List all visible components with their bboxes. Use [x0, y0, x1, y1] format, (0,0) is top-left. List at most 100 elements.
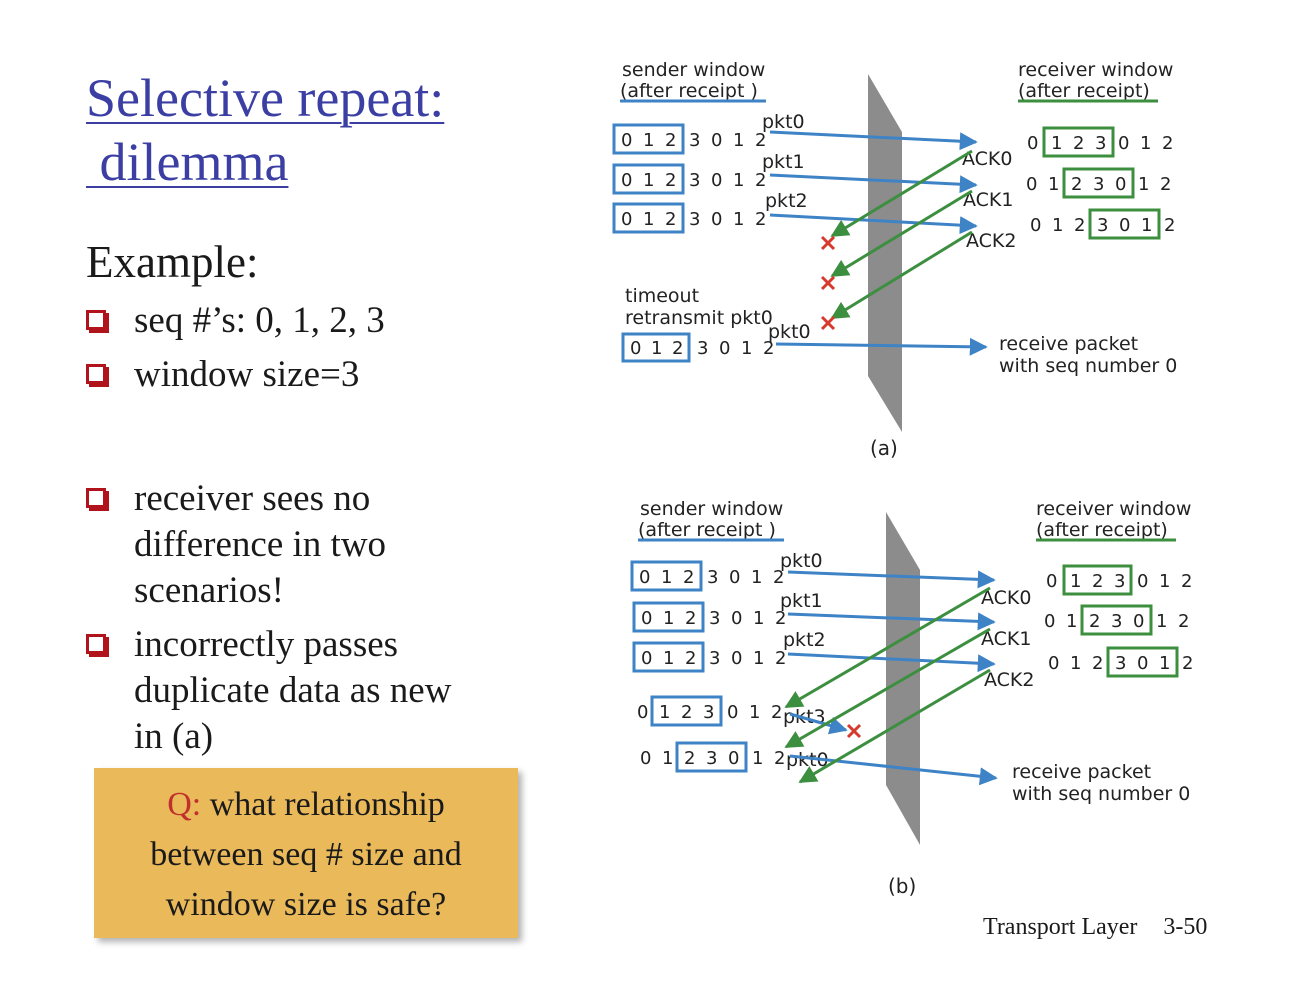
channel-bar — [868, 74, 902, 432]
svg-text:2: 2 — [685, 648, 696, 669]
svg-text:0: 0 — [621, 130, 632, 151]
packet-label: pkt1 — [780, 590, 823, 612]
receiver-window-subheader: (after receipt) — [1036, 519, 1168, 541]
sender-window-header: sender window — [640, 498, 783, 520]
packet-label: pkt0 — [768, 321, 811, 343]
svg-text:0: 0 — [1048, 653, 1059, 674]
ack-label: ACK2 — [984, 669, 1034, 691]
receiver-window-header: receiver window — [1036, 498, 1191, 520]
svg-text:1: 1 — [643, 130, 654, 151]
svg-text:3: 3 — [1111, 611, 1122, 632]
packet-label: pkt0 — [780, 550, 823, 572]
svg-text:2: 2 — [1164, 215, 1175, 236]
svg-text:0: 0 — [639, 567, 650, 588]
svg-text:0: 0 — [1115, 174, 1126, 195]
loss-x-icon — [820, 275, 836, 291]
ack-label: ACK2 — [966, 230, 1016, 252]
svg-text:2: 2 — [1160, 174, 1171, 195]
svg-text:0: 0 — [731, 648, 742, 669]
svg-text:0: 0 — [728, 748, 739, 769]
bullet-box-icon — [86, 364, 109, 387]
receiver-window-subheader: (after receipt) — [1018, 80, 1150, 102]
svg-text:1: 1 — [1052, 215, 1063, 236]
svg-text:2: 2 — [774, 748, 785, 769]
svg-text:2: 2 — [1181, 571, 1192, 592]
svg-text:0: 0 — [711, 209, 722, 230]
sender-window-subheader: (after receipt ) — [620, 80, 758, 102]
svg-text:1: 1 — [1051, 133, 1062, 154]
packet-arrow — [769, 173, 978, 194]
svg-text:0: 0 — [637, 702, 648, 723]
svg-text:3: 3 — [707, 567, 718, 588]
bullet-item: window size=3 — [86, 352, 385, 398]
receive-text: receive packet — [999, 333, 1138, 355]
packet-arrow — [775, 337, 988, 356]
svg-text:1: 1 — [753, 648, 764, 669]
page-number: 3-50 — [1163, 914, 1208, 940]
svg-text:0: 0 — [1044, 611, 1055, 632]
svg-text:1: 1 — [661, 567, 672, 588]
ack-label: ACK0 — [962, 148, 1012, 170]
svg-text:1: 1 — [663, 608, 674, 629]
svg-text:2: 2 — [683, 567, 694, 588]
svg-text:2: 2 — [773, 567, 784, 588]
svg-text:2: 2 — [1178, 611, 1189, 632]
svg-text:1: 1 — [1159, 653, 1170, 674]
svg-text:0: 0 — [1133, 611, 1144, 632]
svg-text:3: 3 — [1114, 571, 1125, 592]
svg-text:3: 3 — [697, 338, 708, 359]
svg-text:1: 1 — [752, 748, 763, 769]
svg-text:0: 0 — [727, 702, 738, 723]
svg-text:1: 1 — [1138, 174, 1149, 195]
svg-text:3: 3 — [1097, 215, 1108, 236]
svg-text:1: 1 — [643, 209, 654, 230]
svg-text:0: 0 — [641, 648, 652, 669]
ack-label: ACK1 — [981, 628, 1031, 650]
svg-text:1: 1 — [663, 648, 674, 669]
svg-text:0: 0 — [1137, 571, 1148, 592]
svg-text:0: 0 — [719, 338, 730, 359]
svg-text:0: 0 — [731, 608, 742, 629]
svg-text:3: 3 — [709, 608, 720, 629]
svg-text:3: 3 — [703, 702, 714, 723]
svg-text:0: 0 — [1027, 133, 1038, 154]
svg-text:3: 3 — [689, 170, 700, 191]
svg-text:2: 2 — [672, 338, 683, 359]
caption-b: (b) — [888, 874, 916, 898]
timeout-label: timeout — [625, 285, 699, 307]
svg-text:0: 0 — [711, 170, 722, 191]
svg-text:2: 2 — [775, 608, 786, 629]
svg-text:1: 1 — [749, 702, 760, 723]
bullet-box-icon — [86, 634, 109, 657]
svg-text:1: 1 — [643, 170, 654, 191]
svg-text:0: 0 — [1119, 215, 1130, 236]
svg-text:1: 1 — [753, 608, 764, 629]
receive-text: receive packet — [1012, 761, 1151, 783]
svg-text:3: 3 — [689, 130, 700, 151]
svg-text:2: 2 — [665, 170, 676, 191]
svg-text:2: 2 — [1089, 611, 1100, 632]
receiver-window-header: receiver window — [1018, 59, 1173, 81]
bullet-item: receiver sees no difference in two scena… — [86, 476, 451, 614]
svg-text:2: 2 — [684, 748, 695, 769]
question-box: Q: what relationship between seq # size … — [94, 768, 518, 938]
svg-text:0: 0 — [1137, 653, 1148, 674]
loss-x-icon — [820, 235, 836, 251]
svg-text:1: 1 — [1159, 571, 1170, 592]
svg-text:2: 2 — [1092, 571, 1103, 592]
ack-label: ACK0 — [981, 587, 1031, 609]
svg-text:2: 2 — [763, 338, 774, 359]
packet-arrow — [789, 712, 848, 735]
svg-text:2: 2 — [1162, 133, 1173, 154]
